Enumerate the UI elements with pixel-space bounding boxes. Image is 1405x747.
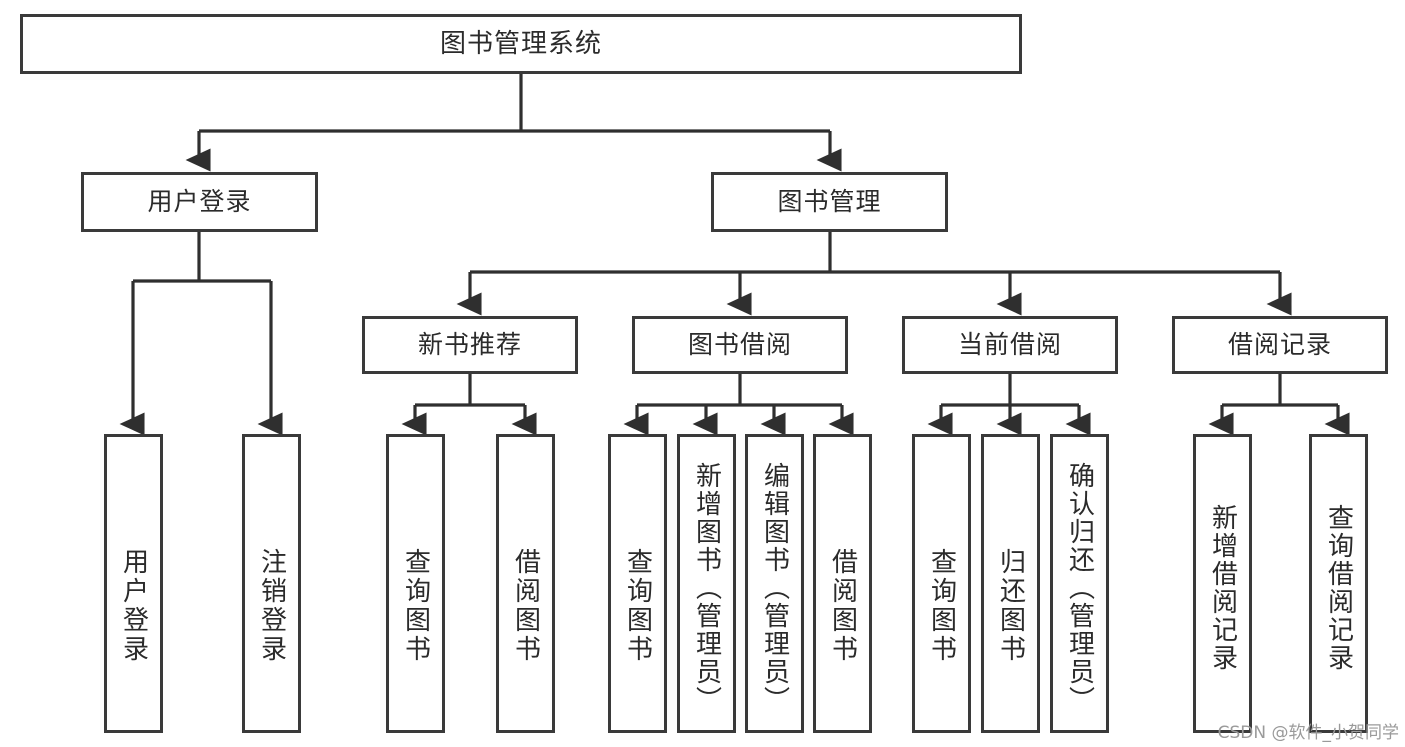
leaf-add-record[interactable]: 新增借阅记录 <box>1193 434 1252 733</box>
node-book-borrow[interactable]: 图书借阅 <box>632 316 848 374</box>
node-user-login[interactable]: 用户登录 <box>81 172 318 232</box>
leaf-query-book-3[interactable]: 查询图书 <box>912 434 971 733</box>
leaf-borrow-book-2-label: 借阅图书 <box>827 547 858 664</box>
leaf-add-record-label: 新增借阅记录 <box>1207 503 1238 672</box>
leaf-borrow-book-1-label: 借阅图书 <box>510 547 541 664</box>
leaf-confirm-return[interactable]: 确认归还（管理员） <box>1050 434 1109 733</box>
node-book-borrow-label: 图书借阅 <box>687 330 792 360</box>
watermark: CSDN @软件_小贺同学 <box>1217 723 1399 743</box>
node-book-manage[interactable]: 图书管理 <box>711 172 948 232</box>
leaf-query-book-3-label: 查询图书 <box>926 547 957 664</box>
leaf-edit-book[interactable]: 编辑图书（管理员） <box>745 434 804 733</box>
node-current-borrow[interactable]: 当前借阅 <box>902 316 1118 374</box>
leaf-query-record-label: 查询借阅记录 <box>1323 503 1354 672</box>
leaf-user-login[interactable]: 用户登录 <box>104 434 163 733</box>
leaf-query-book-1-label: 查询图书 <box>400 547 431 664</box>
leaf-query-book-1[interactable]: 查询图书 <box>386 434 445 733</box>
node-new-book-rec[interactable]: 新书推荐 <box>362 316 578 374</box>
leaf-user-login-label: 用户登录 <box>118 547 149 664</box>
leaf-logout[interactable]: 注销登录 <box>242 434 301 733</box>
node-current-borrow-label: 当前借阅 <box>957 330 1062 360</box>
node-user-login-label: 用户登录 <box>147 187 252 217</box>
node-root-label: 图书管理系统 <box>439 28 602 59</box>
node-root[interactable]: 图书管理系统 <box>20 14 1022 74</box>
leaf-confirm-return-label: 确认归还（管理员） <box>1064 461 1095 714</box>
node-borrow-record-label: 借阅记录 <box>1227 330 1332 360</box>
node-new-book-rec-label: 新书推荐 <box>417 330 522 360</box>
leaf-edit-book-label: 编辑图书（管理员） <box>759 461 790 714</box>
leaf-query-book-2-label: 查询图书 <box>622 547 653 664</box>
leaf-query-record[interactable]: 查询借阅记录 <box>1309 434 1368 733</box>
leaf-borrow-book-1[interactable]: 借阅图书 <box>496 434 555 733</box>
leaf-add-book-label: 新增图书（管理员） <box>691 461 722 714</box>
leaf-return-book[interactable]: 归还图书 <box>981 434 1040 733</box>
leaf-return-book-label: 归还图书 <box>995 547 1026 664</box>
leaf-borrow-book-2[interactable]: 借阅图书 <box>813 434 872 733</box>
node-borrow-record[interactable]: 借阅记录 <box>1172 316 1388 374</box>
leaf-logout-label: 注销登录 <box>256 547 287 664</box>
leaf-add-book[interactable]: 新增图书（管理员） <box>677 434 736 733</box>
leaf-query-book-2[interactable]: 查询图书 <box>608 434 667 733</box>
node-book-manage-label: 图书管理 <box>777 187 882 217</box>
